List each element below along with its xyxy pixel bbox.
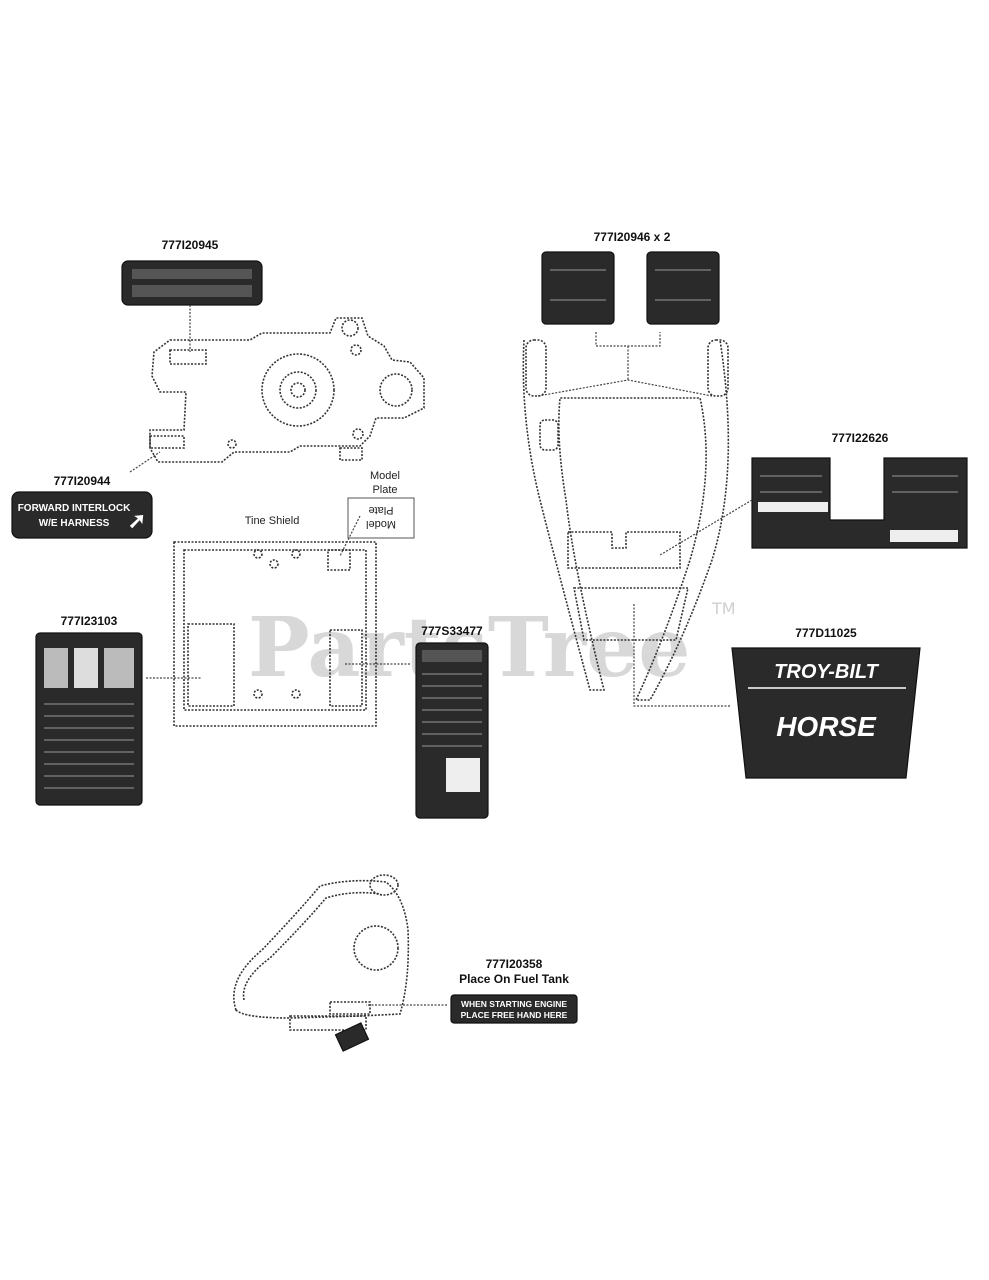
decal-shape [121, 260, 263, 306]
model-plate-label-2: Plate [372, 484, 397, 496]
fuel-cap [353, 925, 399, 971]
part-777I20945[interactable]: 777I20945 [121, 238, 263, 352]
console-decal-location [567, 531, 681, 569]
decal-location-left [187, 623, 235, 707]
part-777I20944[interactable]: 777I20944 FORWARD INTERLOCK W/E HARNESS … [11, 451, 161, 539]
part-777S33477[interactable]: 777S33477 [344, 624, 489, 819]
fuel-vent [369, 874, 399, 896]
transmission-hub-inner [279, 371, 317, 409]
model-plate-label-1: Model [370, 470, 400, 482]
arrow-glyph: ➚ [128, 508, 146, 533]
bolt [227, 439, 237, 449]
decal-panel [132, 269, 252, 279]
watermark-tm: TM [711, 599, 736, 618]
fuel-tank-bracket [289, 1015, 367, 1031]
transmission-housing [149, 317, 425, 463]
part-number-label: 777I23103 [61, 614, 118, 628]
part-777D11025[interactable]: 777D11025 TROY-BILT HORSE [633, 604, 921, 779]
part-777I20946[interactable]: 777I20946 x 2 [537, 230, 720, 397]
bolt [253, 549, 263, 559]
decal-panel [132, 285, 252, 297]
handle-grip-right [707, 339, 729, 397]
tine-shield-inner [183, 549, 367, 711]
part-number-label: 777I20358 [486, 957, 543, 971]
decal-shape-right [646, 251, 720, 325]
leader-line [633, 604, 730, 707]
decal-line-2: PLACE FREE HAND HERE [461, 1010, 568, 1020]
part-number-label: 777S33477 [421, 624, 483, 638]
decal-location-lower [149, 435, 185, 449]
tine-shield-drawing: Tine Shield [173, 515, 377, 727]
part-777I23103[interactable]: 777I23103 [35, 614, 202, 806]
part-number-label: 777D11025 [795, 626, 857, 640]
transmission-drain [339, 447, 363, 461]
fuel-tank-mount [334, 1022, 370, 1052]
bolt [352, 428, 364, 440]
model-plate-location [327, 549, 351, 571]
decal-shape [11, 491, 153, 539]
model-plate-box [347, 497, 415, 539]
decal-illustration [446, 758, 480, 792]
decal-shape [751, 457, 968, 549]
tine-shield-outline [173, 541, 377, 727]
tine-shield-label: Tine Shield [245, 515, 300, 527]
fuel-tank-inner [242, 891, 381, 1001]
bolt [269, 559, 279, 569]
handlebar-frame [522, 339, 730, 701]
decal-line-1: FORWARD INTERLOCK [18, 503, 131, 514]
decal-illustration [74, 648, 98, 688]
fuel-tank-drawing [233, 874, 410, 1052]
decal-illustration [104, 648, 134, 688]
decal-illustration [44, 648, 68, 688]
transmission-drawing [149, 317, 425, 463]
bolt [291, 689, 301, 699]
decal-shape [731, 647, 921, 779]
placement-note: Place On Fuel Tank [459, 972, 569, 986]
bolt [291, 549, 301, 559]
bolt [350, 344, 362, 356]
brand-decal-location [573, 587, 690, 641]
decal-shape-left [541, 251, 615, 325]
fuel-tank-body [233, 879, 410, 1019]
handle-grip-left [525, 339, 547, 397]
model-plate-mirror-1: Model [366, 518, 396, 530]
part-number-label: 777I22626 [832, 431, 889, 445]
decal-location [329, 1001, 371, 1015]
decal-line-2: W/E HARNESS [39, 518, 110, 529]
leader-line [659, 499, 753, 556]
model-plate-mirror-2: Plate [368, 504, 393, 516]
decal-location-upper [169, 349, 207, 365]
part-777I22626[interactable]: 777I22626 [659, 431, 968, 556]
decal-shape [450, 994, 578, 1024]
part-number-label: 777I20944 [54, 474, 111, 488]
decal-location-right [329, 629, 363, 707]
part-number-label: 777I20945 [162, 238, 219, 252]
bolt [253, 689, 263, 699]
leader-line [537, 332, 713, 397]
bolt [341, 319, 359, 337]
handlebar-drawing [522, 339, 730, 701]
transmission-hub-core [290, 382, 306, 398]
transmission-hub-outer [261, 353, 335, 427]
watermark: PartsTree TM [248, 599, 736, 696]
part-777I20358[interactable]: 777I20358 Place On Fuel Tank WHEN STARTI… [366, 957, 578, 1024]
part-number-label: 777I20946 x 2 [594, 230, 671, 244]
brand-text: TROY-BILT [774, 661, 879, 683]
leader-line [129, 451, 161, 473]
decal-line-1: WHEN STARTING ENGINE [461, 999, 567, 1009]
control-lever [539, 419, 559, 451]
model-text: HORSE [776, 711, 877, 742]
transmission-shaft [379, 373, 413, 407]
model-plate-callout: Model Plate Model Plate [339, 470, 415, 557]
leader-line [339, 515, 361, 557]
